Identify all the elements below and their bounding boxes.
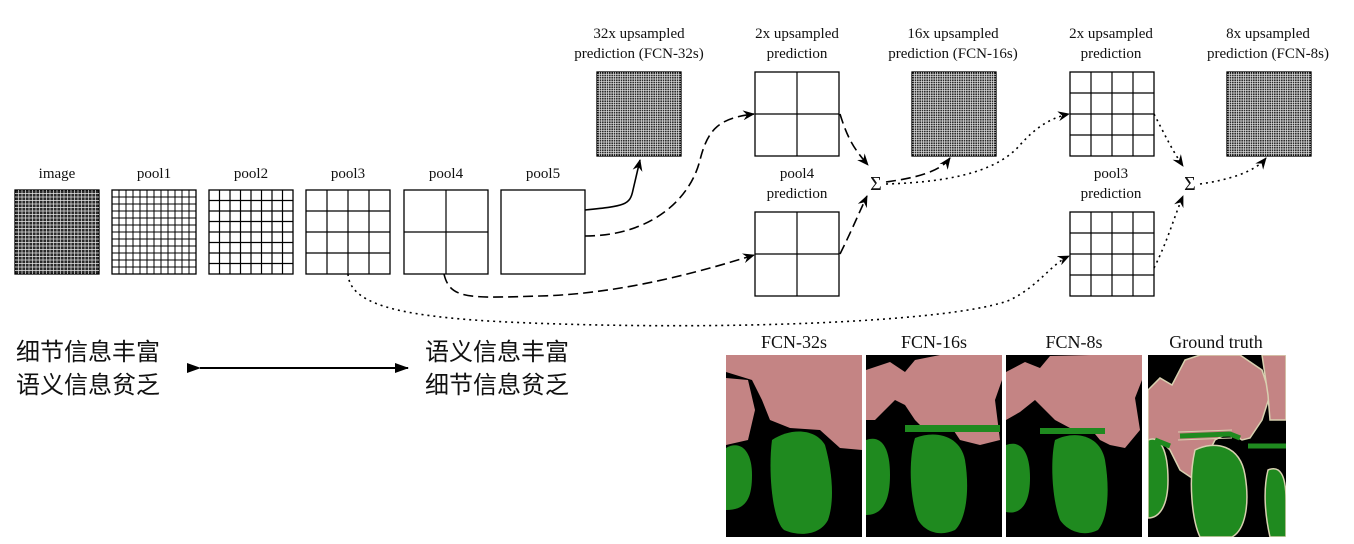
result-panel-fcn8s <box>1006 355 1142 537</box>
person-region <box>726 378 755 445</box>
arrow-sum-to-up2b <box>885 111 1070 185</box>
arrow-pool4-to-pool4pred <box>443 253 755 298</box>
right-note-line1: 语义信息丰富 <box>425 338 569 366</box>
arrow-pool5-to-up2a <box>584 110 755 237</box>
result-panel-ground-truth <box>1148 355 1286 537</box>
bike-region <box>866 438 890 515</box>
person-region <box>1261 355 1286 421</box>
arrow-sum2-to-up8 <box>1199 157 1267 185</box>
pool1-label: pool1 <box>137 166 171 182</box>
pool1-grid <box>111 189 197 275</box>
bike-region <box>905 425 1000 432</box>
bike-region <box>726 445 752 510</box>
person-region <box>1006 355 1142 448</box>
bike-frame-outline <box>1177 429 1233 441</box>
up16-prediction-grid <box>911 71 997 157</box>
person-region <box>866 355 1002 445</box>
pool3pred-label-line2: prediction <box>1081 186 1142 202</box>
pool3-prediction-grid <box>1069 211 1155 297</box>
pool4pred-label-line2: prediction <box>767 186 828 202</box>
arrow-pool5-to-up32 <box>584 159 643 211</box>
result-panel-fcn16s <box>866 355 1002 537</box>
pool3-grid <box>305 189 391 275</box>
pool4-label: pool4 <box>429 166 464 182</box>
up16-label-line1: 16x upsampled <box>907 26 999 42</box>
bike-region <box>1006 443 1030 513</box>
result-title-ground-truth: Ground truth <box>1169 332 1263 352</box>
arrow-pool3pred-to-sum2 <box>1153 195 1184 269</box>
sum-symbol-1: Σ <box>870 173 882 195</box>
left-note-line1: 细节信息丰富 <box>16 338 160 366</box>
result-title-fcn8s: FCN-8s <box>1045 332 1102 352</box>
arrow-up2b-to-sum2 <box>1153 113 1184 167</box>
up2a-label-line2: prediction <box>767 46 828 62</box>
bike-region <box>910 434 968 534</box>
pool5-grid <box>500 189 586 275</box>
pool4-prediction-grid <box>754 211 840 297</box>
person-region <box>726 355 862 450</box>
left-note-line2: 语义信息贫乏 <box>16 371 160 399</box>
bike-region <box>1190 444 1248 537</box>
result-title-fcn16s: FCN-16s <box>901 332 967 352</box>
up32-label-line1: 32x upsampled <box>593 26 685 42</box>
up2a-prediction-grid <box>754 71 840 157</box>
pool3-label: pool3 <box>331 166 365 182</box>
up2b-label-line2: prediction <box>1081 46 1142 62</box>
arrow-pool3-to-pool3pred <box>347 255 1070 327</box>
up2b-label-line1: 2x upsampled <box>1069 26 1153 42</box>
result-title-fcn32s: FCN-32s <box>761 332 827 352</box>
up2b-prediction-grid <box>1069 71 1155 157</box>
pool2-grid <box>208 189 294 275</box>
up8-prediction-grid <box>1226 71 1312 157</box>
up32-prediction-grid <box>596 71 682 157</box>
arrow-sum-to-up16 <box>885 157 951 183</box>
up8-label-line2: prediction (FCN-8s) <box>1207 46 1329 62</box>
pool4pred-label-line1: pool4 <box>780 166 815 182</box>
pool2-label: pool2 <box>234 166 268 182</box>
pool5-frame <box>500 189 586 275</box>
arrow-pool4pred-to-sum <box>839 195 868 255</box>
arrow-up2a-to-sum <box>839 113 869 166</box>
sum-symbol-2: Σ <box>1184 173 1196 195</box>
up32-label-line2: prediction (FCN-32s) <box>574 46 704 62</box>
bike-region <box>1264 468 1286 537</box>
bike-region <box>1052 435 1108 534</box>
bike-frame <box>1154 431 1286 449</box>
result-panel-fcn32s <box>726 355 862 537</box>
up8-label-line1: 8x upsampled <box>1226 26 1310 42</box>
pool5-label: pool5 <box>526 166 560 182</box>
image-label: image <box>39 166 76 182</box>
pool3pred-label-line1: pool3 <box>1094 166 1128 182</box>
up16-label-line2: prediction (FCN-16s) <box>888 46 1018 62</box>
person-region <box>1148 355 1271 482</box>
right-note-line2: 细节信息贫乏 <box>425 371 569 399</box>
pool4-grid <box>403 189 489 275</box>
image-grid <box>14 189 100 275</box>
up2a-label-line1: 2x upsampled <box>755 26 839 42</box>
bike-region <box>770 431 832 534</box>
bike-region <box>1040 428 1105 434</box>
